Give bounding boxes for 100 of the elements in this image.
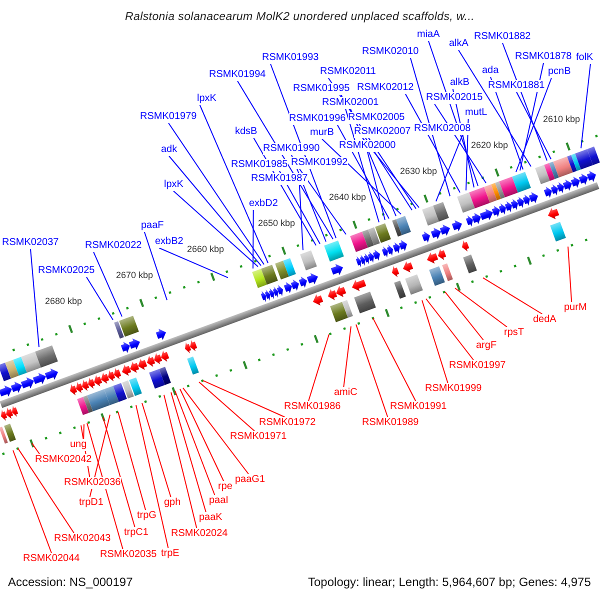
gene-label: alkB <box>450 77 470 89</box>
gene-label: purM <box>564 302 587 314</box>
gene-label: RSMK02007 <box>354 126 411 138</box>
leader-line <box>164 394 198 528</box>
gene-label: adk <box>161 144 178 156</box>
gene-label: RSMK02001 <box>322 97 379 109</box>
gene-label: murB <box>310 127 334 139</box>
leader-line <box>458 50 532 167</box>
gene-label: trpD1 <box>79 497 104 509</box>
leader-line <box>568 246 572 302</box>
leader-line <box>86 276 114 320</box>
leader-line <box>410 58 450 197</box>
leader-line <box>12 450 52 554</box>
leader-line <box>516 92 552 160</box>
gene-label: RSMK01996 <box>289 113 346 125</box>
leader-line <box>490 76 524 170</box>
leader-line <box>86 422 124 550</box>
leader-line <box>336 124 390 220</box>
gene-label: trpC1 <box>124 527 148 539</box>
leader-line <box>404 94 460 194</box>
leader-line <box>356 324 388 418</box>
gene-label: RSMK02000 <box>339 140 396 152</box>
leader-line <box>202 380 286 418</box>
scale-label: 2680 kbp <box>45 296 82 307</box>
gene-label: ung <box>70 439 87 451</box>
leader-line <box>93 252 122 318</box>
gene-label: trpG <box>137 510 156 522</box>
scale-label: 2640 kbp <box>329 192 366 203</box>
leader-line <box>444 291 484 340</box>
leader-line <box>83 424 84 440</box>
leader-line <box>168 122 264 265</box>
gene-label: RSMK02025 <box>38 265 95 277</box>
scale-label: 2670 kbp <box>116 270 154 281</box>
gene-label: alkA <box>449 38 468 50</box>
genome-stats-text: Topology: linear; Length: 5,964,607 bp; Genes: 4,975 <box>308 575 591 589</box>
leader-line <box>136 404 169 548</box>
leader-line <box>422 300 448 384</box>
leader-line <box>343 326 352 388</box>
leader-line <box>118 411 146 510</box>
leader-line <box>502 42 548 162</box>
gene-label: RSMK02008 <box>414 123 471 135</box>
gene-label: paaK <box>199 512 222 524</box>
gene-label: lpxK <box>164 179 184 191</box>
leader-line <box>199 104 268 264</box>
gene-label: argF <box>476 340 497 352</box>
gene-label: rpsT <box>504 327 524 339</box>
gene-label: RSMK01987 <box>251 173 308 185</box>
leader-line <box>170 392 206 512</box>
leader-line <box>436 134 463 202</box>
leader-line <box>308 334 330 402</box>
leader-line <box>142 402 172 498</box>
leader-line <box>482 277 543 314</box>
gene-label: RSMK02015 <box>426 92 483 104</box>
gene-label: rpe <box>218 481 232 493</box>
gene-label: RSMK01990 <box>263 143 320 155</box>
gene-label: paaG1 <box>235 474 266 486</box>
accession-text: Accession: NS_000197 <box>8 575 133 589</box>
gene-label: RSMK02022 <box>85 240 142 252</box>
leader-line <box>454 288 508 328</box>
leader-line <box>516 78 552 172</box>
leader-line <box>158 248 228 278</box>
gene-label: lpxK <box>197 93 216 105</box>
leader-line <box>30 248 40 348</box>
gene-label: RSMK01985 <box>231 159 288 171</box>
leader-line <box>174 390 216 496</box>
leader-line <box>18 448 74 534</box>
gene-label: paaF <box>141 220 164 232</box>
scale-label: 2660 kbp <box>187 244 224 255</box>
leader-line <box>102 416 136 528</box>
gene-label: RSMK01881 <box>488 80 545 92</box>
gene-label: RSMK01882 <box>474 31 531 43</box>
leader-line <box>168 156 262 266</box>
gene-label: ada <box>482 65 499 77</box>
leader-line <box>580 64 591 149</box>
leader-line <box>198 382 255 432</box>
gene-label: RSMK01995 <box>293 83 350 95</box>
gene-label: RSMK01994 <box>209 69 266 81</box>
leader-line <box>173 190 258 268</box>
gene-label: RSMK01979 <box>140 111 197 123</box>
gene-label: RSMK02036 <box>64 477 121 489</box>
gene-label: gph <box>164 497 181 509</box>
gene-label: RSMK01993 <box>262 52 319 64</box>
gene-label: RSMK02010 <box>362 46 419 58</box>
leader-line <box>182 387 249 474</box>
gene-label: RSMK02005 <box>348 112 405 124</box>
leader-line <box>32 442 40 454</box>
gene-label: RSMK01878 <box>515 51 572 63</box>
leader-line <box>520 62 544 172</box>
scale-label: 2610 kbp <box>543 114 580 125</box>
gene-label: pcnB <box>548 66 571 78</box>
gene-label: RSMK02042 <box>35 454 92 466</box>
leader-line <box>372 318 416 402</box>
gene-label: exbB2 <box>155 236 184 248</box>
scale-label: 2650 kbp <box>258 218 296 229</box>
leader-line <box>367 152 386 221</box>
leader-line <box>89 414 110 498</box>
leader-line <box>322 138 402 215</box>
scale-label: 2630 kbp <box>400 166 438 177</box>
gene-label: kdsB <box>235 126 258 138</box>
gene-label: RSMK02011 <box>320 66 376 78</box>
